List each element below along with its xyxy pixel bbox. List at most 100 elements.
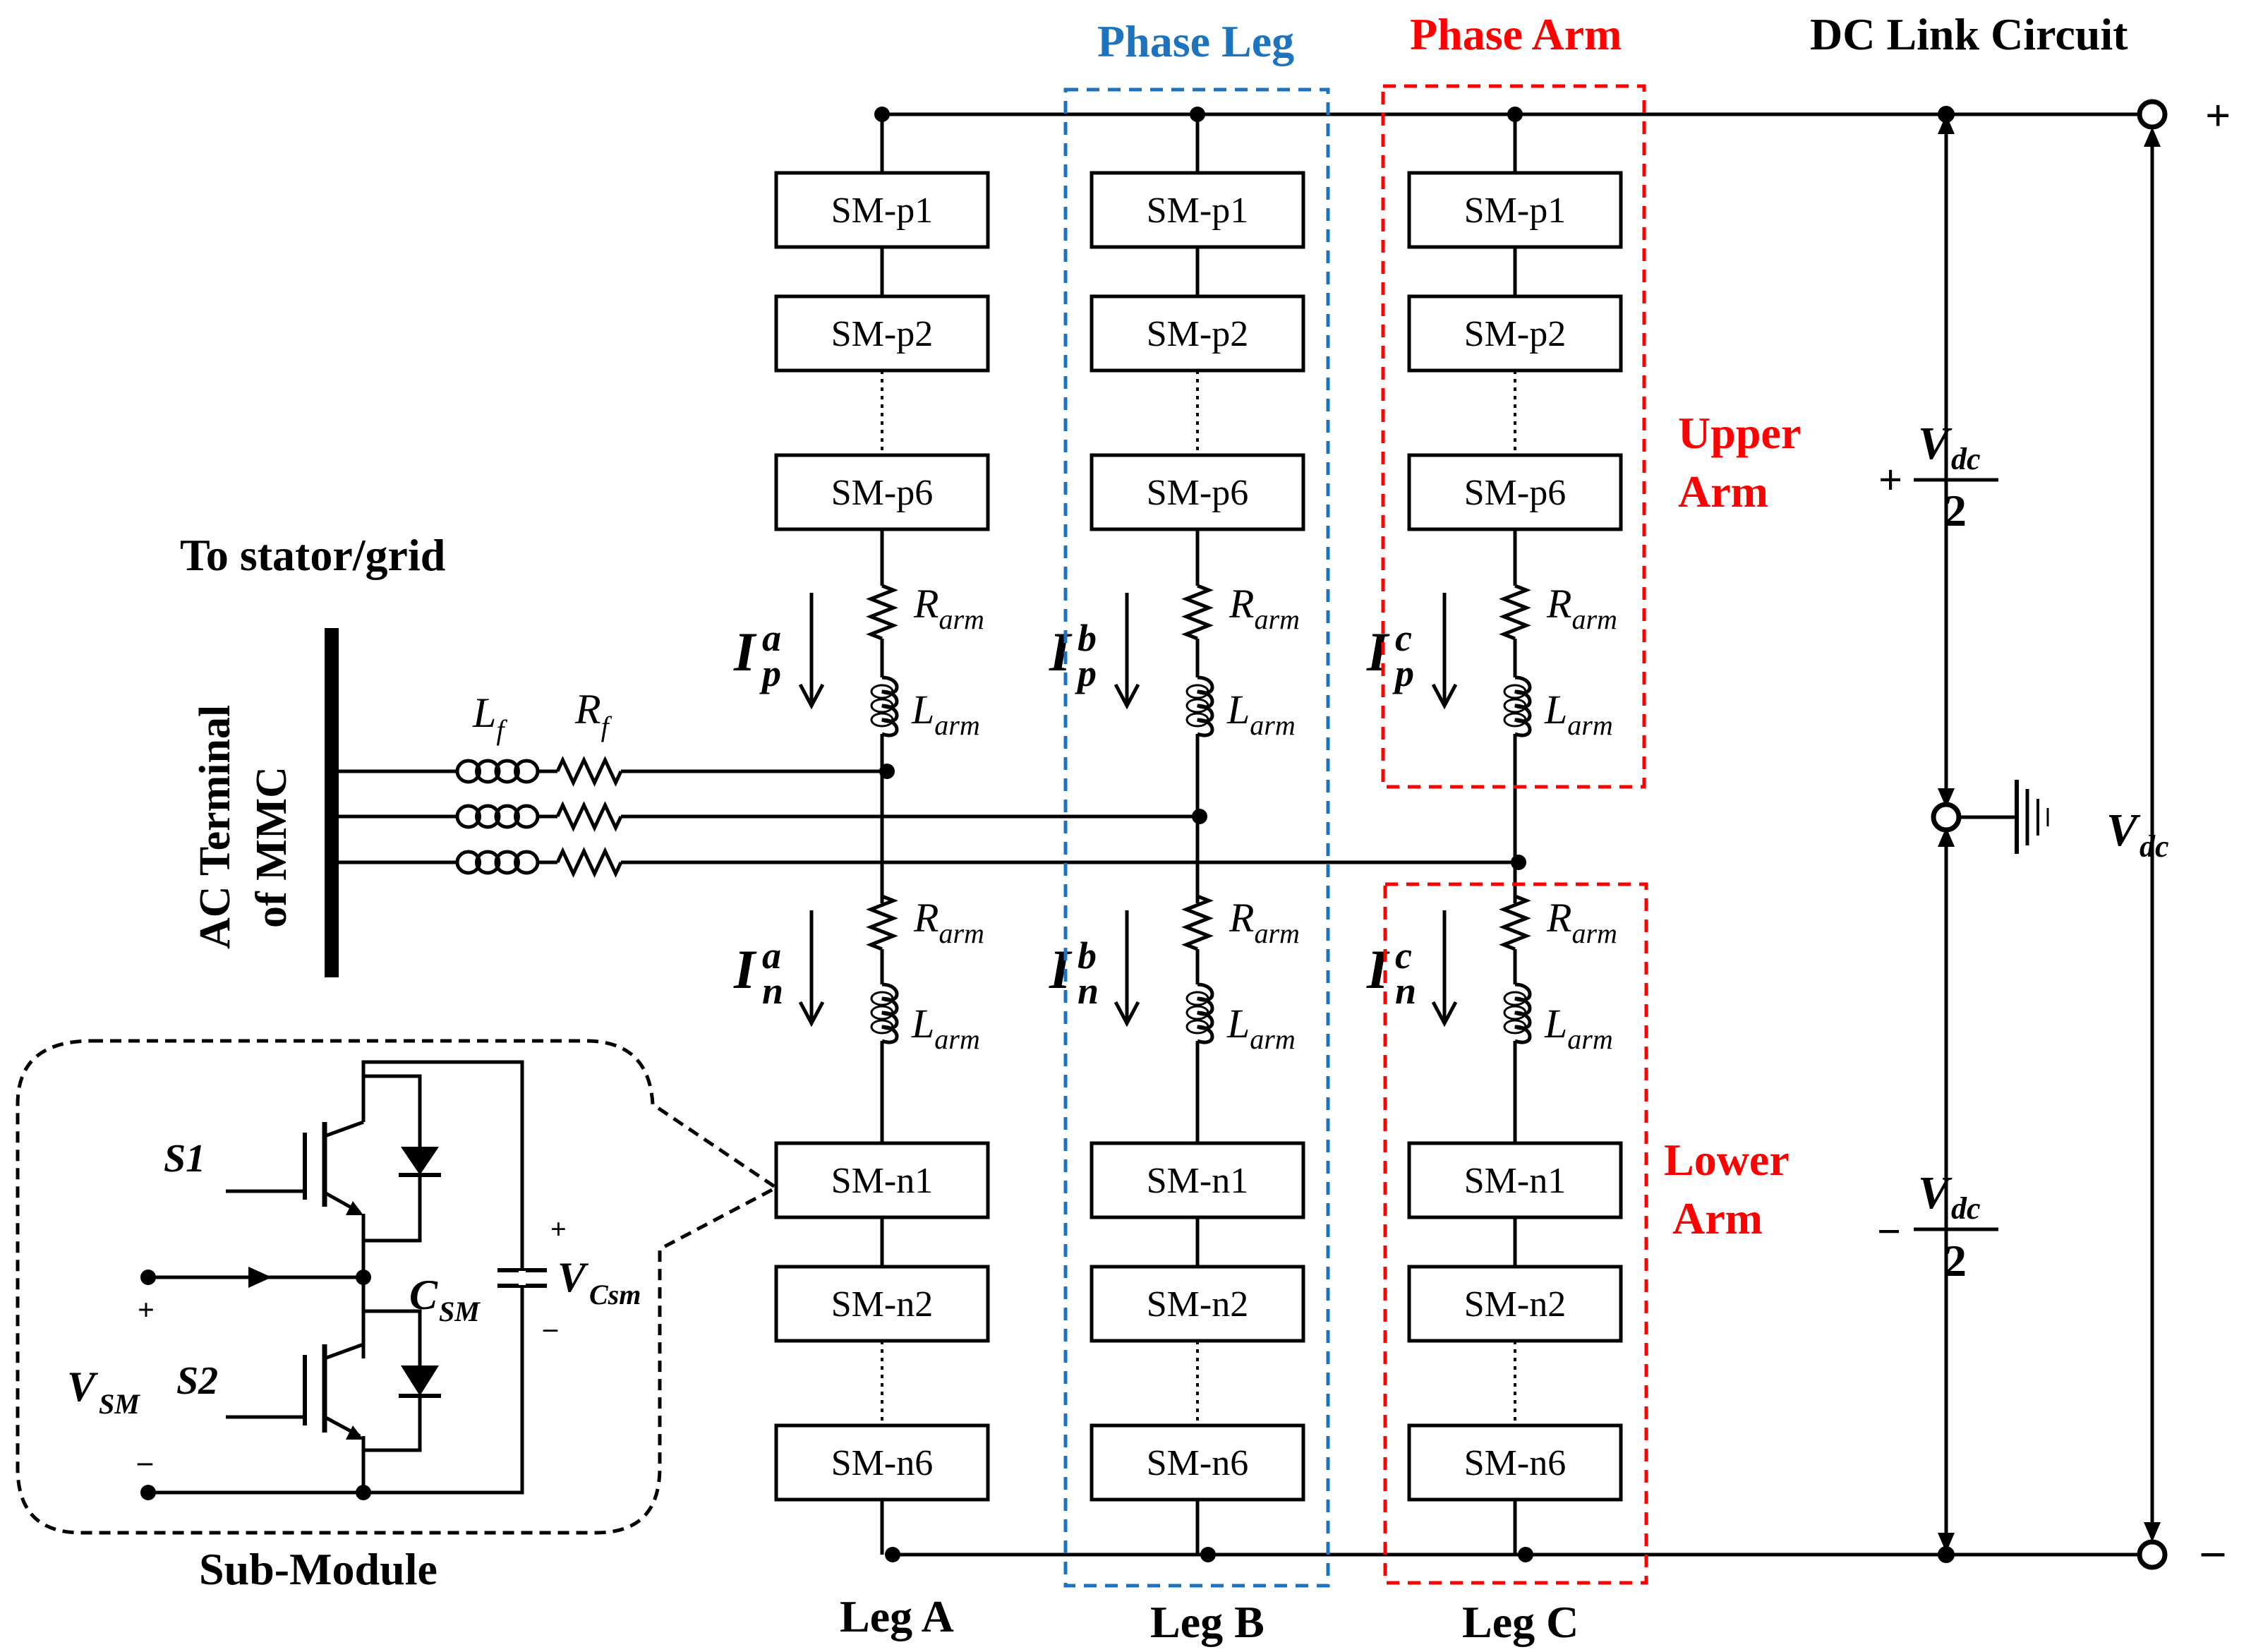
phase-arm-label: Phase Arm <box>1410 9 1622 59</box>
sm-label: SM-p1 <box>1147 191 1248 231</box>
svg-text:p: p <box>1075 652 1097 694</box>
sub-module-circuit <box>140 1060 547 1500</box>
sm-n6-block: SM-n6 <box>1407 1423 1623 1502</box>
s2-label: S2 <box>176 1359 218 1403</box>
sm-label: SM-n2 <box>1464 1284 1566 1325</box>
leg-c-label: Leg C <box>1462 1597 1579 1647</box>
svg-text:+: + <box>550 1213 567 1245</box>
larm-label: Larm <box>1544 1001 1613 1055</box>
svg-text:Csm: Csm <box>589 1279 641 1310</box>
svg-text:a: a <box>762 617 781 659</box>
svg-text:2: 2 <box>1944 486 1967 536</box>
leg-b: SM-p1SM-p2SM-p6SM-n1SM-n2SM-n6RarmLarmRa… <box>1049 107 1305 1562</box>
rarm-label: Rarm <box>1229 895 1300 949</box>
phase-b-node <box>1192 809 1207 824</box>
svg-text:p: p <box>1392 652 1414 694</box>
rarm-label: Rarm <box>913 895 984 949</box>
sm-n6-block: SM-n6 <box>1090 1423 1305 1502</box>
sm-p6-block: SM-p6 <box>1090 453 1305 531</box>
midpoint-terminal <box>1931 802 1962 833</box>
svg-text:c: c <box>1395 617 1412 659</box>
sm-p1-block: SM-p1 <box>1090 171 1305 249</box>
upper-vdc-half-label: + V dc 2 <box>1878 418 1998 536</box>
ac-terminal-label: AC Terminal of MMC <box>191 705 296 949</box>
to-stator-grid-label: To stator/grid <box>180 530 445 580</box>
svg-text:I: I <box>1049 621 1073 682</box>
lower-arm-label-2: Arm <box>1672 1193 1763 1243</box>
sm-label: SM-p1 <box>831 191 933 231</box>
lower-vdc-half-label: − V dc 2 <box>1877 1167 1998 1286</box>
sub-module-label: Sub-Module <box>199 1544 437 1594</box>
sm-label: SM-p6 <box>831 473 933 513</box>
leg-a: SM-p1SM-p2SM-p6SM-n1SM-n2SM-n6RarmLarmRa… <box>733 107 990 1562</box>
lf-label: Lf <box>472 689 507 746</box>
upper-arm-box <box>1381 84 1646 789</box>
larm-label: Larm <box>1226 687 1296 741</box>
sm-p6-block: SM-p6 <box>774 453 990 531</box>
positive-terminal <box>2137 99 2168 130</box>
svg-text:I: I <box>1366 621 1390 682</box>
ac-filter-phase-3 <box>332 847 623 878</box>
svg-text:I: I <box>733 621 757 682</box>
vcsm-label: V <box>557 1254 589 1301</box>
svg-text:V: V <box>1918 418 1953 469</box>
phase-leg-label: Phase Leg <box>1097 16 1294 66</box>
ac-filter-phase-1 <box>332 756 623 787</box>
sub-module-callout <box>16 1039 780 1535</box>
svg-text:–: – <box>543 1312 558 1344</box>
sm-n2-block: SM-n2 <box>1090 1265 1305 1343</box>
svg-text:b: b <box>1078 617 1097 659</box>
ground-icon <box>2015 780 2049 854</box>
svg-text:I: I <box>733 939 757 1000</box>
sm-p2-block: SM-p2 <box>774 294 990 373</box>
vsm-label: V <box>67 1363 99 1410</box>
svg-text:−: − <box>1877 1208 1901 1255</box>
sm-p2-block: SM-p2 <box>1090 294 1305 373</box>
rarm-label: Rarm <box>1229 581 1300 635</box>
rf-label: Rf <box>574 686 612 742</box>
sm-n1-block: SM-n1 <box>1090 1141 1305 1219</box>
sm-label: SM-n2 <box>1147 1284 1248 1325</box>
leg-a-label: Leg A <box>840 1591 954 1641</box>
bottom-node <box>885 1547 900 1562</box>
sm-label: SM-p6 <box>1464 473 1566 513</box>
svg-text:+: + <box>1878 457 1902 503</box>
phase-c-node <box>1511 855 1526 870</box>
sm-label: SM-n1 <box>1464 1161 1566 1201</box>
upper-arm-label-2: Arm <box>1678 466 1768 517</box>
ac-filter-phase-2 <box>332 801 623 832</box>
rarm-label: Rarm <box>1546 581 1617 635</box>
larm-label: Larm <box>911 1001 980 1055</box>
csm-label: C <box>409 1272 438 1318</box>
larm-label: Larm <box>1226 1001 1296 1055</box>
svg-text:c: c <box>1395 934 1412 977</box>
svg-text:–: – <box>137 1446 153 1478</box>
lower-arm-box <box>1383 882 1648 1585</box>
s1-label: S1 <box>164 1137 205 1181</box>
ac-filters <box>332 756 623 878</box>
phase-legs: SM-p1SM-p2SM-p6SM-n1SM-n2SM-n6RarmLarmRa… <box>733 107 1623 1562</box>
dc-negative-node <box>1938 1546 1955 1563</box>
svg-text:n: n <box>1395 970 1416 1012</box>
phase-a-node <box>879 764 895 779</box>
sm-label: SM-p2 <box>831 314 933 354</box>
rarm-label: Rarm <box>1546 895 1617 949</box>
sm-label: SM-p1 <box>1464 191 1566 231</box>
svg-text:+: + <box>138 1294 155 1327</box>
svg-text:p: p <box>759 652 781 694</box>
svg-text:a: a <box>762 934 781 977</box>
svg-text:dc: dc <box>2140 829 2169 864</box>
larm-label: Larm <box>911 687 980 741</box>
sm-n2-block: SM-n2 <box>774 1265 990 1343</box>
svg-text:of MMC: of MMC <box>248 766 296 928</box>
sm-p2-block: SM-p2 <box>1407 294 1623 373</box>
sm-n1-block: SM-n1 <box>774 1141 990 1219</box>
svg-text:I: I <box>1049 939 1073 1000</box>
svg-text:dc: dc <box>1951 442 1981 476</box>
svg-text:b: b <box>1078 934 1097 977</box>
sm-label: SM-n6 <box>1464 1443 1566 1483</box>
